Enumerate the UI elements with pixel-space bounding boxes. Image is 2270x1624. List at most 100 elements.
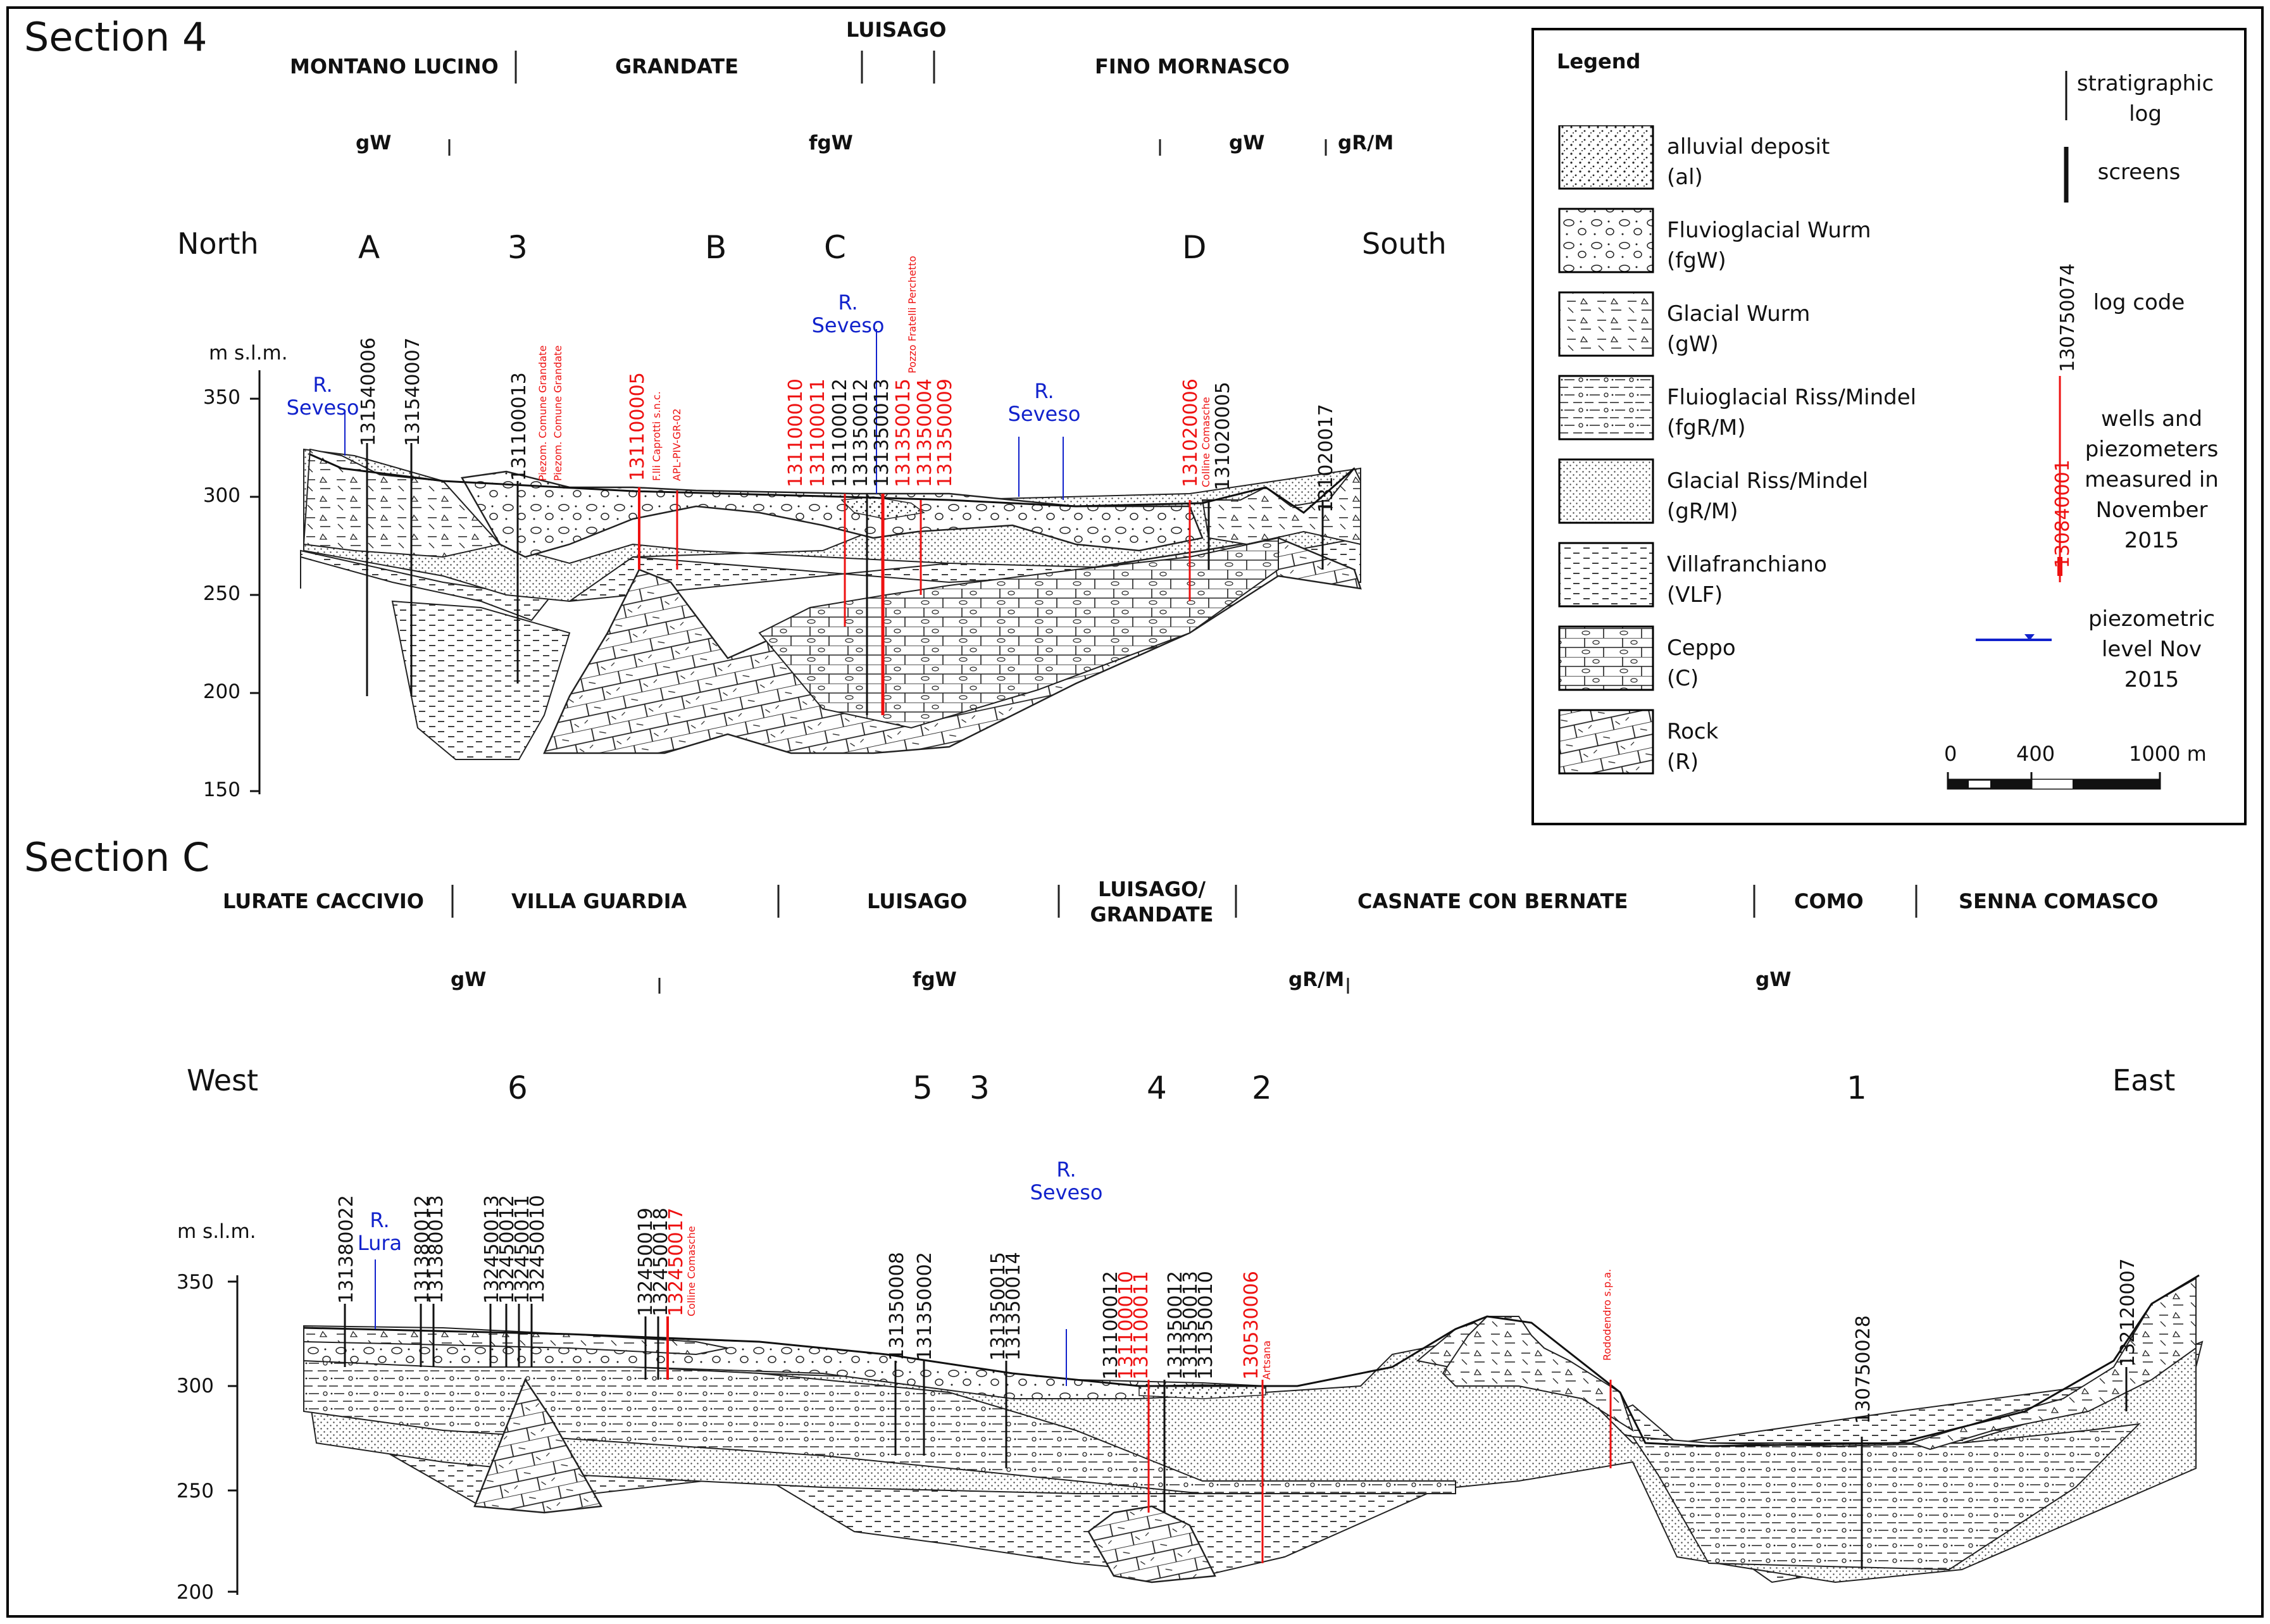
legend-item-fgrm: Fluioglacial Riss/Mindel (fgR/M) (1667, 385, 1917, 440)
s4-log-131100005: 131100005 (627, 372, 649, 481)
legend-item-al: alluvial deposit (al) (1667, 134, 1830, 190)
s4-log-lines (344, 329, 1324, 715)
s4-tick-200: 200 (203, 680, 240, 703)
legend-item-rock: Rock (R) (1667, 719, 1719, 775)
sc-rock-2 (1087, 1505, 1216, 1583)
sc-mark-1: 1 (1847, 1070, 1867, 1106)
legend-symbols (1947, 71, 2161, 790)
swatch-fgrm (1558, 375, 1654, 440)
legend-log-code-sample: 130750074 (2057, 263, 2079, 372)
sc-alluvial (1138, 1384, 1266, 1399)
s4-place-fino-mornasco: FINO MORNASCO (1095, 54, 1290, 78)
sc-mark-2: 2 (1252, 1070, 1272, 1106)
s4-log-131100011: 131100011 (807, 378, 829, 487)
sc-place-casnate: CASNATE CON BERNATE (1357, 889, 1628, 913)
s4-separators (448, 51, 1327, 156)
s4-log-piezom-1: Piezom. Comune Grandate (537, 345, 549, 481)
legend-wells-code-sample: 130840001 (2052, 459, 2074, 568)
section4-geology (300, 448, 1362, 760)
sc-ground (303, 1274, 2200, 1447)
s4-log-131100005-sub: F.lli Caprotti s.n.c. (651, 391, 663, 481)
s4-log-131350012: 131350012 (850, 378, 872, 487)
s4-unit-fgw: fgW (809, 132, 853, 154)
sc-rock-1 (473, 1378, 603, 1514)
sc-unit-fgw: fgW (913, 968, 957, 991)
s4-log-131100010: 131100010 (785, 378, 807, 487)
sc-log-132120007: 132120007 (2117, 1258, 2139, 1367)
sc-place-como: COMO (1794, 889, 1864, 913)
s4-log-131020006-sub: Colline Comasche (1200, 397, 1212, 487)
sc-place-luisago: LUISAGO (867, 889, 968, 913)
sc-place-lurate-caccivio: LURATE CACCIVIO (223, 889, 424, 913)
swatch-fgw (1558, 208, 1654, 273)
s4-log-131100012: 131100012 (829, 378, 851, 487)
swatch-al (1558, 125, 1654, 190)
s4-south-label: South (1362, 227, 1447, 261)
legend-wells: wells and piezometers measured in Novemb… (2085, 406, 2219, 553)
swatch-gw (1558, 291, 1654, 357)
s4-fgw (461, 470, 1204, 558)
sc-axis-label: m s.l.m. (177, 1220, 256, 1243)
sc-log-131100011: 131100011 (1130, 1271, 1152, 1380)
sc-tick-200: 200 (176, 1581, 214, 1604)
scale-label-1000: 1000 m (2129, 742, 2207, 766)
sc-mark-4: 4 (1147, 1070, 1167, 1106)
s4-tick-350: 350 (203, 386, 240, 409)
legend-item-ceppo: Ceppo (C) (1667, 635, 1736, 691)
sc-unit-grm: gR/M (1288, 968, 1345, 991)
s4-tick-250: 250 (203, 582, 240, 605)
s4-tick-300: 300 (203, 484, 240, 507)
s4-unit-grm: gR/M (1338, 132, 1394, 154)
s4-log-131020017: 131020017 (1315, 404, 1337, 513)
sc-river-lura: R. Lura (357, 1208, 402, 1255)
sc-mark-5: 5 (913, 1070, 933, 1106)
sc-river-seveso: R. Seveso (1030, 1158, 1103, 1204)
s4-log-131020006: 131020006 (1180, 378, 1202, 487)
sectionC-geology (302, 1274, 2204, 1583)
sc-log-132450017-sub: Colline Comasche (685, 1226, 697, 1316)
s4-mark-d: D (1182, 229, 1207, 266)
sc-log-131350008: 131350008 (886, 1252, 908, 1361)
s4-place-luisago: LUISAGO (846, 18, 947, 42)
sc-log-130530006: 130530006 (1240, 1271, 1263, 1380)
sc-tick-300: 300 (176, 1375, 214, 1397)
section4-title: Section 4 (24, 14, 208, 60)
sc-log-130530006-sub: Artsana (1261, 1340, 1273, 1380)
legend-box: Legend alluvial deposit (al) Fluvioglaci… (1531, 28, 2247, 825)
s4-place-grandate: GRANDATE (615, 54, 739, 78)
s4-log-piezom-2: Piezom. Comune Grandate (552, 345, 564, 481)
s4-log-131540007: 131540007 (402, 337, 424, 446)
sc-tick-250: 250 (176, 1480, 214, 1502)
sc-log-132450010: 132450010 (527, 1195, 549, 1304)
sc-east-label: East (2112, 1063, 2176, 1097)
s4-axis (250, 370, 261, 794)
swatch-rock (1558, 709, 1654, 775)
sc-west-label: West (187, 1063, 259, 1097)
sc-unit-gw-2: gW (1756, 968, 1792, 991)
s4-mark-b: B (705, 229, 727, 266)
s4-log-131350013: 131350013 (871, 378, 893, 487)
s4-mark-3: 3 (508, 229, 528, 266)
s4-ceppo (758, 537, 1279, 729)
legend-item-gw: Glacial Wurm (gW) (1667, 301, 1811, 357)
s4-log-apl-piv: APL-PIV-GR-02 (671, 408, 683, 481)
s4-mark-a: A (358, 229, 380, 266)
sc-log-rododendro: Rododendro s.p.a. (1601, 1268, 1613, 1361)
s4-log-131350004-sub: Pozzo Fratelli Perchetto (906, 256, 918, 373)
sc-tick-350: 350 (176, 1271, 214, 1294)
legend-swatches (1558, 125, 1654, 775)
legend-piezo: piezometric level Nov 2015 (2088, 606, 2216, 692)
sc-unit-gw: gW (451, 968, 487, 991)
sc-separators (451, 885, 1918, 994)
s4-mark-c: C (824, 229, 846, 266)
s4-log-131350015: 131350015 (892, 378, 914, 487)
s4-gw-left (302, 448, 501, 558)
legend-item-vlf: Villafranchiano (VLF) (1667, 552, 1827, 608)
legend-strat-log: stratigraphic log (2076, 71, 2214, 127)
sc-mark-3: 3 (970, 1070, 990, 1106)
s4-unit-gw: gW (356, 132, 392, 154)
s4-log-131020005: 131020005 (1212, 382, 1234, 490)
scale-label-400: 400 (2016, 742, 2055, 766)
